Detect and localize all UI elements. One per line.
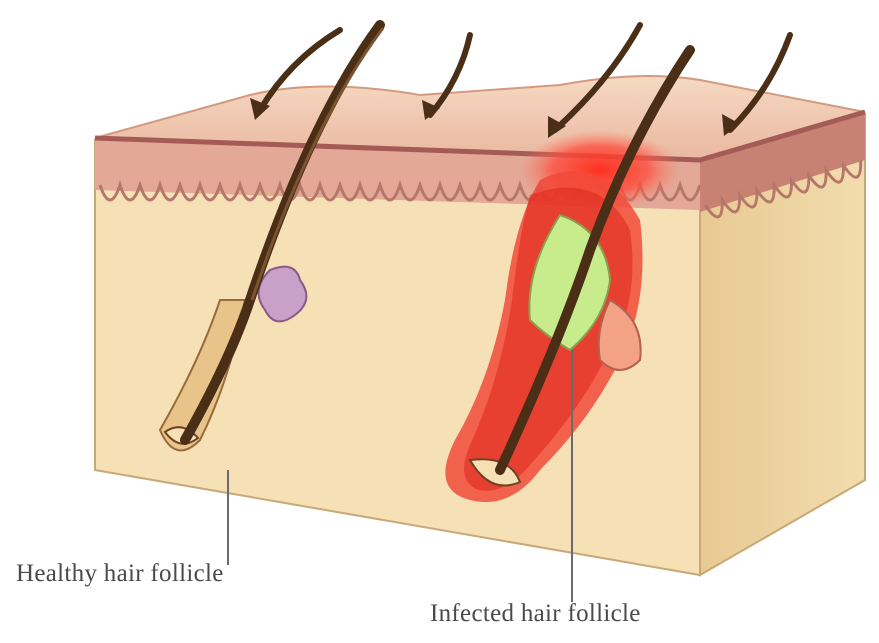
healthy-follicle-label: Healthy hair follicle — [16, 560, 224, 588]
infected-follicle-label: Infected hair follicle — [430, 600, 641, 628]
